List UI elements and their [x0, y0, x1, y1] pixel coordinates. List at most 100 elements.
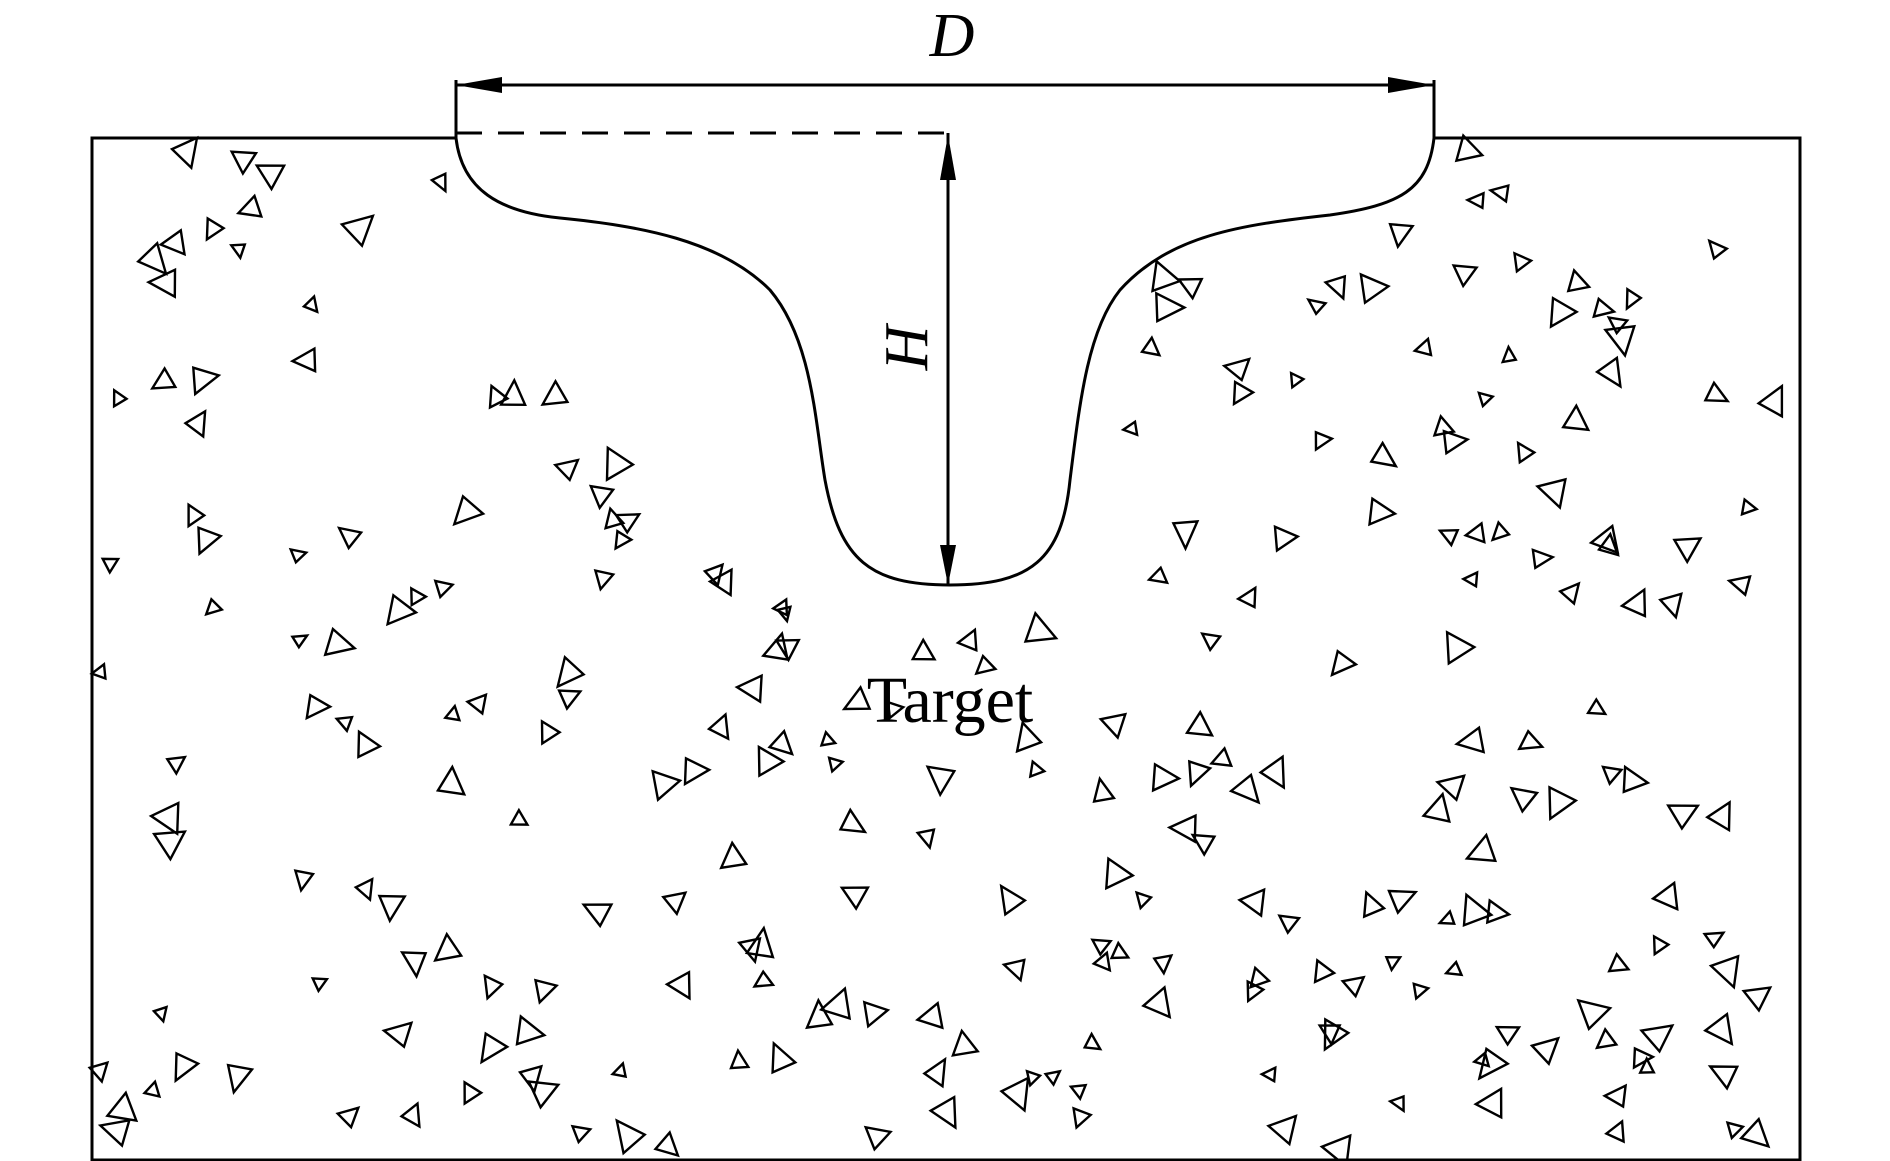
aggregate-particle: [555, 654, 586, 689]
aggregate-particle: [1091, 950, 1112, 973]
aggregate-particle: [1594, 355, 1622, 389]
aggregate-particle: [1725, 1120, 1746, 1141]
aggregate-particle: [1638, 1055, 1656, 1074]
aggregate-particle: [1200, 632, 1223, 653]
aggregate-particle: [664, 970, 691, 1001]
aggregate-particle: [818, 986, 852, 1021]
aggregate-particle: [1387, 889, 1419, 915]
aggregate-particle: [1082, 1031, 1103, 1051]
aggregate-particle: [1477, 391, 1496, 409]
aggregate-particle: [1592, 296, 1617, 319]
aggregate-particle: [1625, 287, 1643, 311]
aggregate-particle: [226, 1063, 255, 1096]
aggregate-particle: [187, 502, 207, 529]
aggregate-particle: [1464, 191, 1485, 210]
diameter-label: D: [929, 2, 975, 70]
aggregate-particle: [1387, 1094, 1405, 1114]
aggregate-particle: [1072, 1106, 1093, 1130]
aggregate-particle: [1319, 1133, 1352, 1161]
aggregate-particle: [229, 243, 247, 261]
aggregate-particle: [915, 1000, 944, 1030]
aggregate-particle: [839, 886, 870, 911]
aggregate-particle: [1134, 890, 1154, 911]
aggregate-particle: [89, 662, 107, 681]
aggregate-particle: [1454, 133, 1485, 163]
aggregate-particle: [1359, 272, 1391, 305]
aggregate-particle: [1463, 521, 1486, 544]
aggregate-particle: [761, 630, 790, 662]
aggregate-particle: [922, 1056, 947, 1089]
aggregate-particle: [1237, 887, 1266, 918]
aggregate-particle: [142, 1079, 162, 1099]
aggregate-particle: [399, 951, 428, 980]
aggregate-particle: [517, 1064, 544, 1094]
aggregate-particle: [1487, 183, 1510, 204]
aggregate-particle: [526, 1080, 561, 1110]
aggregate-particle: [1707, 1065, 1740, 1091]
aggregate-particles: [87, 133, 1784, 1161]
aggregate-particle: [381, 1021, 414, 1049]
aggregate-particle: [1187, 759, 1213, 789]
depth-arrow-top: [940, 135, 956, 180]
aggregate-particle: [683, 756, 712, 787]
aggregate-particle: [757, 744, 786, 778]
crater-profile: [454, 137, 1436, 587]
aggregate-particle: [1485, 898, 1512, 925]
aggregate-particle: [335, 1106, 361, 1130]
aggregate-particle: [736, 937, 762, 965]
aggregate-particle: [1184, 709, 1215, 737]
aggregate-particle: [1289, 371, 1306, 390]
aggregate-particle: [1109, 940, 1131, 960]
aggregate-particle: [588, 484, 616, 511]
aggregate-particle: [1622, 764, 1651, 794]
aggregate-particle: [508, 807, 530, 826]
aggregate-particle: [915, 828, 936, 851]
aggregate-particle: [377, 894, 407, 924]
aggregate-particle: [775, 605, 793, 624]
aggregate-particle: [910, 637, 937, 661]
aggregate-particle: [435, 764, 467, 796]
aggregate-particle: [1494, 1025, 1522, 1047]
aggregate-particle: [1632, 1046, 1656, 1070]
aggregate-particle: [310, 977, 330, 994]
aggregate-particle: [1090, 938, 1113, 957]
aggregate-particle: [165, 755, 188, 776]
aggregate-particle: [1707, 238, 1730, 261]
aggregate-particle: [483, 973, 505, 1001]
aggregate-particle: [100, 557, 121, 575]
aggregate-particle: [734, 673, 763, 704]
aggregate-particle: [1001, 958, 1026, 983]
aggregate-particle: [951, 1028, 980, 1057]
aggregate-particle: [151, 1005, 169, 1024]
aggregate-particle: [112, 388, 129, 409]
aggregate-particle: [385, 593, 419, 627]
aggregate-particle: [1259, 1065, 1277, 1084]
aggregate-particle: [1437, 528, 1460, 548]
aggregate-particle: [1471, 1050, 1491, 1068]
aggregate-particle: [581, 903, 614, 929]
aggregate-particle: [1604, 1119, 1625, 1144]
aggregate-particle: [1139, 335, 1162, 357]
aggregate-particle: [1516, 440, 1537, 465]
aggregate-particle: [1490, 520, 1512, 542]
aggregate-particle: [999, 1076, 1030, 1113]
aggregate-particle: [1141, 985, 1172, 1019]
aggregate-particle: [305, 693, 333, 721]
aggregate-particle: [1313, 958, 1337, 984]
aggregate-particle: [719, 840, 749, 870]
aggregate-particle: [145, 267, 177, 299]
aggregate-particle: [1209, 746, 1234, 768]
aggregate-particle: [1473, 1086, 1503, 1120]
target-label: Target: [867, 664, 1033, 737]
aggregate-particle: [1023, 610, 1059, 643]
aggregate-particle: [1388, 222, 1415, 250]
aggregate-particle: [552, 458, 580, 483]
diameter-arrow-left: [456, 77, 502, 93]
aggregate-particle: [204, 597, 225, 617]
aggregate-particle: [827, 756, 846, 774]
aggregate-particle: [653, 1130, 680, 1158]
aggregate-particle: [841, 685, 872, 711]
aggregate-particle: [136, 240, 168, 276]
aggregate-particle: [254, 164, 287, 192]
